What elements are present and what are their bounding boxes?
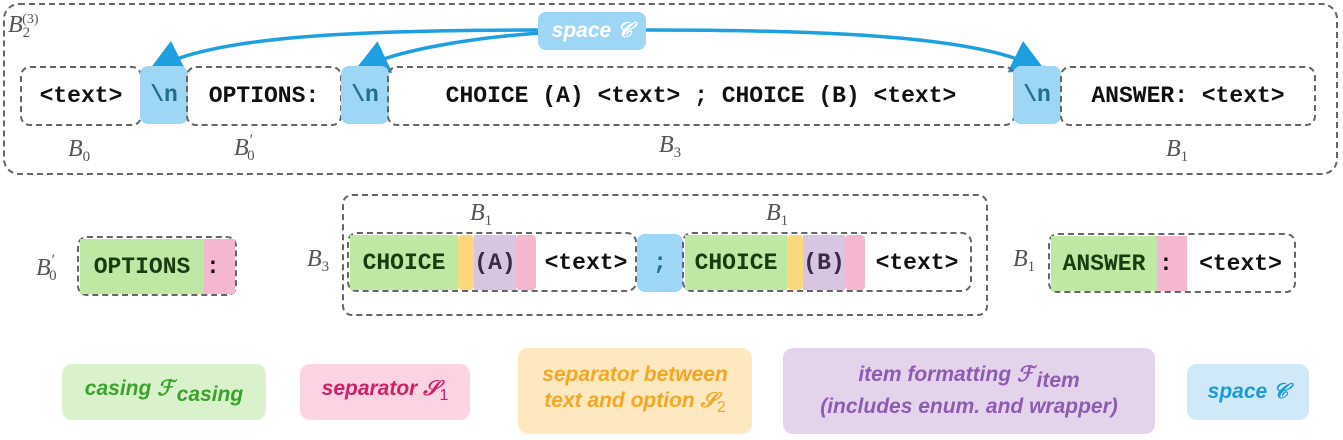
answer-separator-block: : (1157, 236, 1187, 291)
label-b3-top: B3 (659, 132, 682, 161)
b0-text-token: <text> (39, 83, 123, 109)
choice-b-casing-block: CHOICE (685, 235, 787, 290)
choice-b-text: <text> (875, 249, 959, 276)
arrow-to-nl2 (353, 31, 541, 73)
options-token: OPTIONS: (208, 83, 320, 109)
choice-a-casing-block: CHOICE (350, 235, 458, 290)
b2-prompt-box (3, 3, 1338, 175)
b1-answer-box (1060, 66, 1316, 126)
arrow-to-nl1 (147, 28, 541, 73)
options-casing-block: OPTIONS (80, 239, 204, 294)
legend-space-text: space 𝒞 (1207, 380, 1289, 403)
label-b1-choice-a: B1 (470, 200, 493, 229)
label-b3-mid: B3 (307, 246, 330, 275)
newline-token-1: \n (140, 66, 188, 124)
legend-item-line1: item formatting ℱ (858, 363, 1034, 386)
legend-sep-between-line1: separator between (542, 362, 728, 386)
options-format-box (77, 236, 237, 296)
label-b2-3: B2(3) (8, 12, 39, 41)
answer-token: ANSWER: <text> (1091, 83, 1285, 109)
space-arrows (147, 28, 1047, 73)
legend-separator-text: separator 𝒮 (321, 376, 440, 400)
legend-item-sub: item (1036, 369, 1080, 392)
label-b1-mid: B1 (1013, 246, 1036, 275)
choice-a-enum-block: (A) (474, 235, 516, 290)
label-b1-choice-b: B1 (766, 200, 789, 229)
space-label-text: space 𝒞 (551, 19, 633, 42)
arrow-to-nl3 (645, 28, 1047, 73)
answer-casing-block: ANSWER (1051, 236, 1157, 291)
choice-a-text: <text> (544, 249, 628, 276)
newline-token-3: \n (1013, 66, 1061, 124)
choice-b-sep1-block (845, 235, 865, 290)
label-b0: B0 (68, 136, 91, 165)
legend-casing-sub: casing (176, 383, 244, 406)
choice-a-sep1-block (516, 235, 536, 290)
choices-token: CHOICE (A) <text> ; CHOICE (B) <text> (445, 83, 957, 109)
legend-casing-text: casing ℱ (84, 377, 174, 400)
legend-sep-between-sub: 2 (716, 398, 726, 416)
space-label-badge: space 𝒞 (538, 12, 646, 50)
choice-a-box (347, 232, 637, 292)
choice-b-sep2-block (787, 235, 803, 290)
legend-space: space 𝒞 (1187, 364, 1309, 420)
choice-b-box (682, 232, 972, 292)
answer-text: <text> (1199, 250, 1282, 277)
label-b0-prime-mid: B′0 (36, 252, 57, 284)
answer-format-box (1048, 233, 1296, 293)
legend-sep-between-line2: text and option 𝒮 (544, 388, 717, 412)
options-separator-block: : (204, 239, 235, 294)
label-b0-prime: B′0 (234, 132, 255, 164)
label-b1-top: B1 (1166, 136, 1189, 165)
choice-a-sep2-block (458, 235, 474, 290)
b3-detail-outer-box (342, 194, 988, 316)
choice-semicolon-space-block: ; (637, 234, 683, 292)
legend-separator-sub: 1 (439, 386, 449, 404)
legend-separator: separator 𝒮1 (300, 364, 470, 420)
legend-item-line2: (includes enum. and wrapper) (820, 395, 1118, 418)
legend-separator-between: separator between text and option 𝒮2 (518, 348, 752, 434)
newline-token-2: \n (341, 66, 389, 124)
choice-b-enum-block: (B) (803, 235, 845, 290)
